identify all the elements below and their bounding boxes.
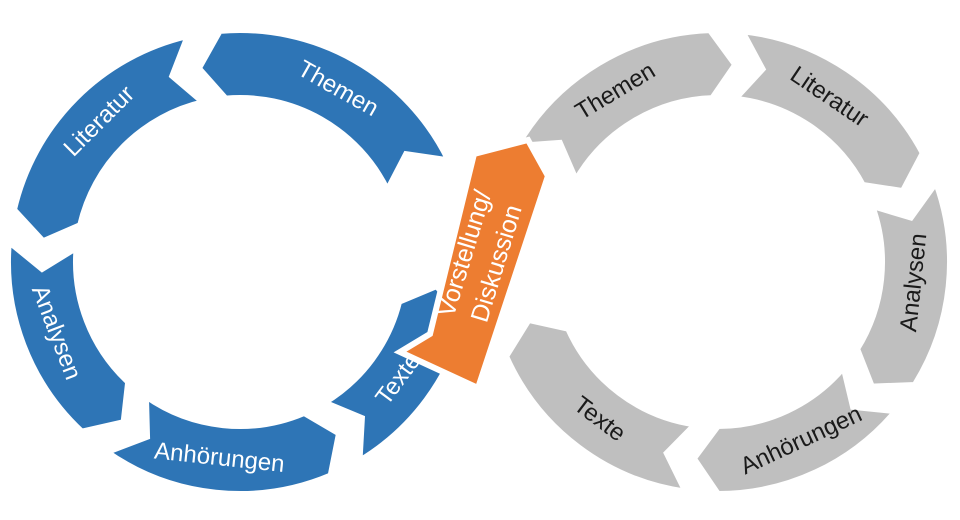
right-cycle-segment-4 [690, 360, 902, 498]
center-connector-arrow [393, 136, 552, 393]
right-cycle-segment-1 [511, 27, 739, 187]
right-cycle-segment-5 [502, 316, 702, 496]
left-cycle-segment-3 [5, 235, 132, 435]
left-cycle-segment-4 [100, 390, 343, 497]
right-cycle-segment-2 [728, 27, 927, 195]
right-cycle-segment-3 [853, 176, 953, 390]
left-cycle-segment-2 [10, 31, 210, 245]
left-cycle-segment-1 [195, 27, 454, 197]
